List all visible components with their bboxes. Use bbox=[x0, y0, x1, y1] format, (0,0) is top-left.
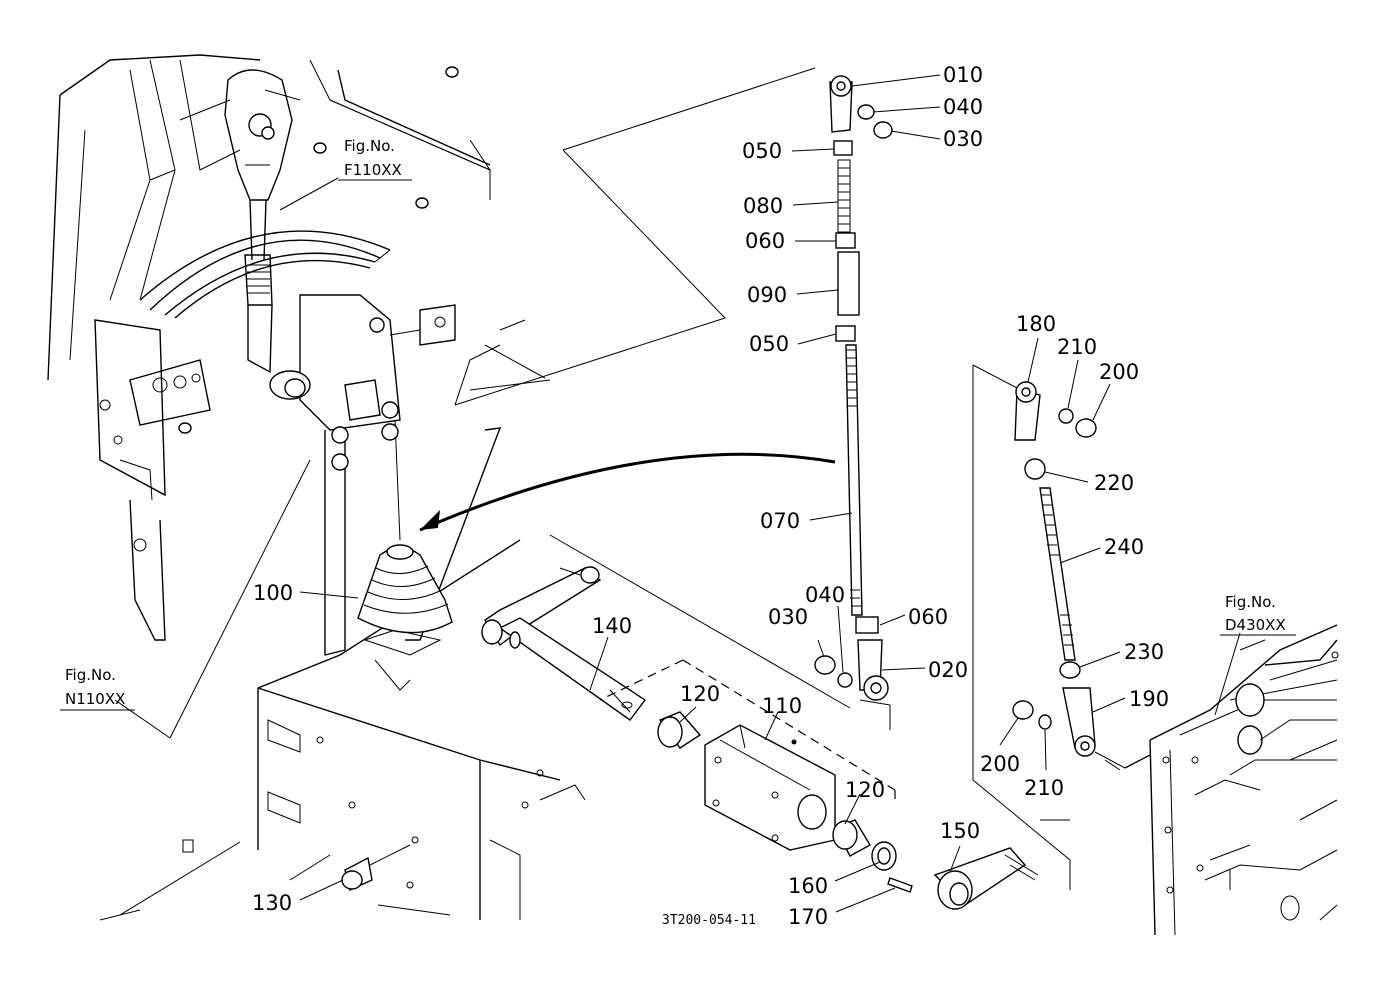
fig-ref-d430xx: Fig.No. D430XX bbox=[1220, 593, 1296, 636]
part-label-190: 190 bbox=[1129, 687, 1169, 711]
part-label-130: 130 bbox=[252, 891, 292, 915]
part-label-100: 100 bbox=[253, 581, 293, 605]
fig-ref-label: Fig.No. bbox=[65, 666, 116, 684]
part-label-020: 020 bbox=[928, 658, 968, 682]
part-label-140: 140 bbox=[592, 614, 632, 638]
part-label-040: 040 bbox=[805, 583, 845, 607]
console-frame bbox=[47, 54, 586, 921]
drawing-code: 3T200-054-11 bbox=[662, 913, 756, 928]
fig-ref-label: Fig.No. bbox=[1225, 593, 1276, 611]
part-label-240: 240 bbox=[1104, 535, 1144, 559]
fig-ref-n110xx: Fig.No. N110XX bbox=[60, 666, 135, 711]
part-label-230: 230 bbox=[1124, 640, 1164, 664]
part-label-180: 180 bbox=[1016, 312, 1056, 336]
fig-ref-code: D430XX bbox=[1225, 616, 1286, 634]
part-label-160: 160 bbox=[788, 874, 828, 898]
fig-ref-code: F110XX bbox=[344, 161, 402, 179]
part-label-070: 070 bbox=[760, 509, 800, 533]
part-label-050: 050 bbox=[742, 139, 782, 163]
loose-bolts bbox=[178, 66, 459, 434]
leader-lines bbox=[114, 74, 1241, 913]
lever-boot bbox=[357, 544, 453, 634]
part-label-210: 210 bbox=[1057, 335, 1097, 359]
part-label-060: 060 bbox=[745, 229, 785, 253]
fig-ref-f110xx: Fig.No. F110XX bbox=[338, 137, 412, 181]
part-label-060: 060 bbox=[908, 605, 948, 629]
part-label-210: 210 bbox=[1024, 776, 1064, 800]
rod-assembly-upper bbox=[419, 67, 893, 730]
shaft-assembly bbox=[481, 534, 1039, 910]
rod-assembly-right bbox=[972, 364, 1126, 890]
part-label-200: 200 bbox=[980, 752, 1020, 776]
shift-lever bbox=[224, 69, 311, 400]
part-label-090: 090 bbox=[747, 283, 787, 307]
part-label-040: 040 bbox=[943, 95, 983, 119]
part-label-010: 010 bbox=[943, 63, 983, 87]
fig-ref-code: N110XX bbox=[65, 690, 125, 708]
part-label-110: 110 bbox=[762, 694, 802, 718]
part-labels: 010 040 030 050 080 060 090 050 070 040 … bbox=[252, 63, 1169, 929]
part-label-050: 050 bbox=[749, 332, 789, 356]
part-label-030: 030 bbox=[943, 127, 983, 151]
part-label-120: 120 bbox=[845, 778, 885, 802]
part-label-220: 220 bbox=[1094, 471, 1134, 495]
part-label-030: 030 bbox=[768, 605, 808, 629]
part-label-120: 120 bbox=[680, 682, 720, 706]
part-label-200: 200 bbox=[1099, 360, 1139, 384]
part-label-150: 150 bbox=[940, 819, 980, 843]
transmission-housing bbox=[1124, 624, 1339, 936]
fig-ref-label: Fig.No. bbox=[344, 137, 395, 155]
shift-gate bbox=[139, 230, 391, 319]
bolt-130 bbox=[341, 844, 411, 891]
part-label-080: 080 bbox=[743, 194, 783, 218]
part-label-170: 170 bbox=[788, 905, 828, 929]
